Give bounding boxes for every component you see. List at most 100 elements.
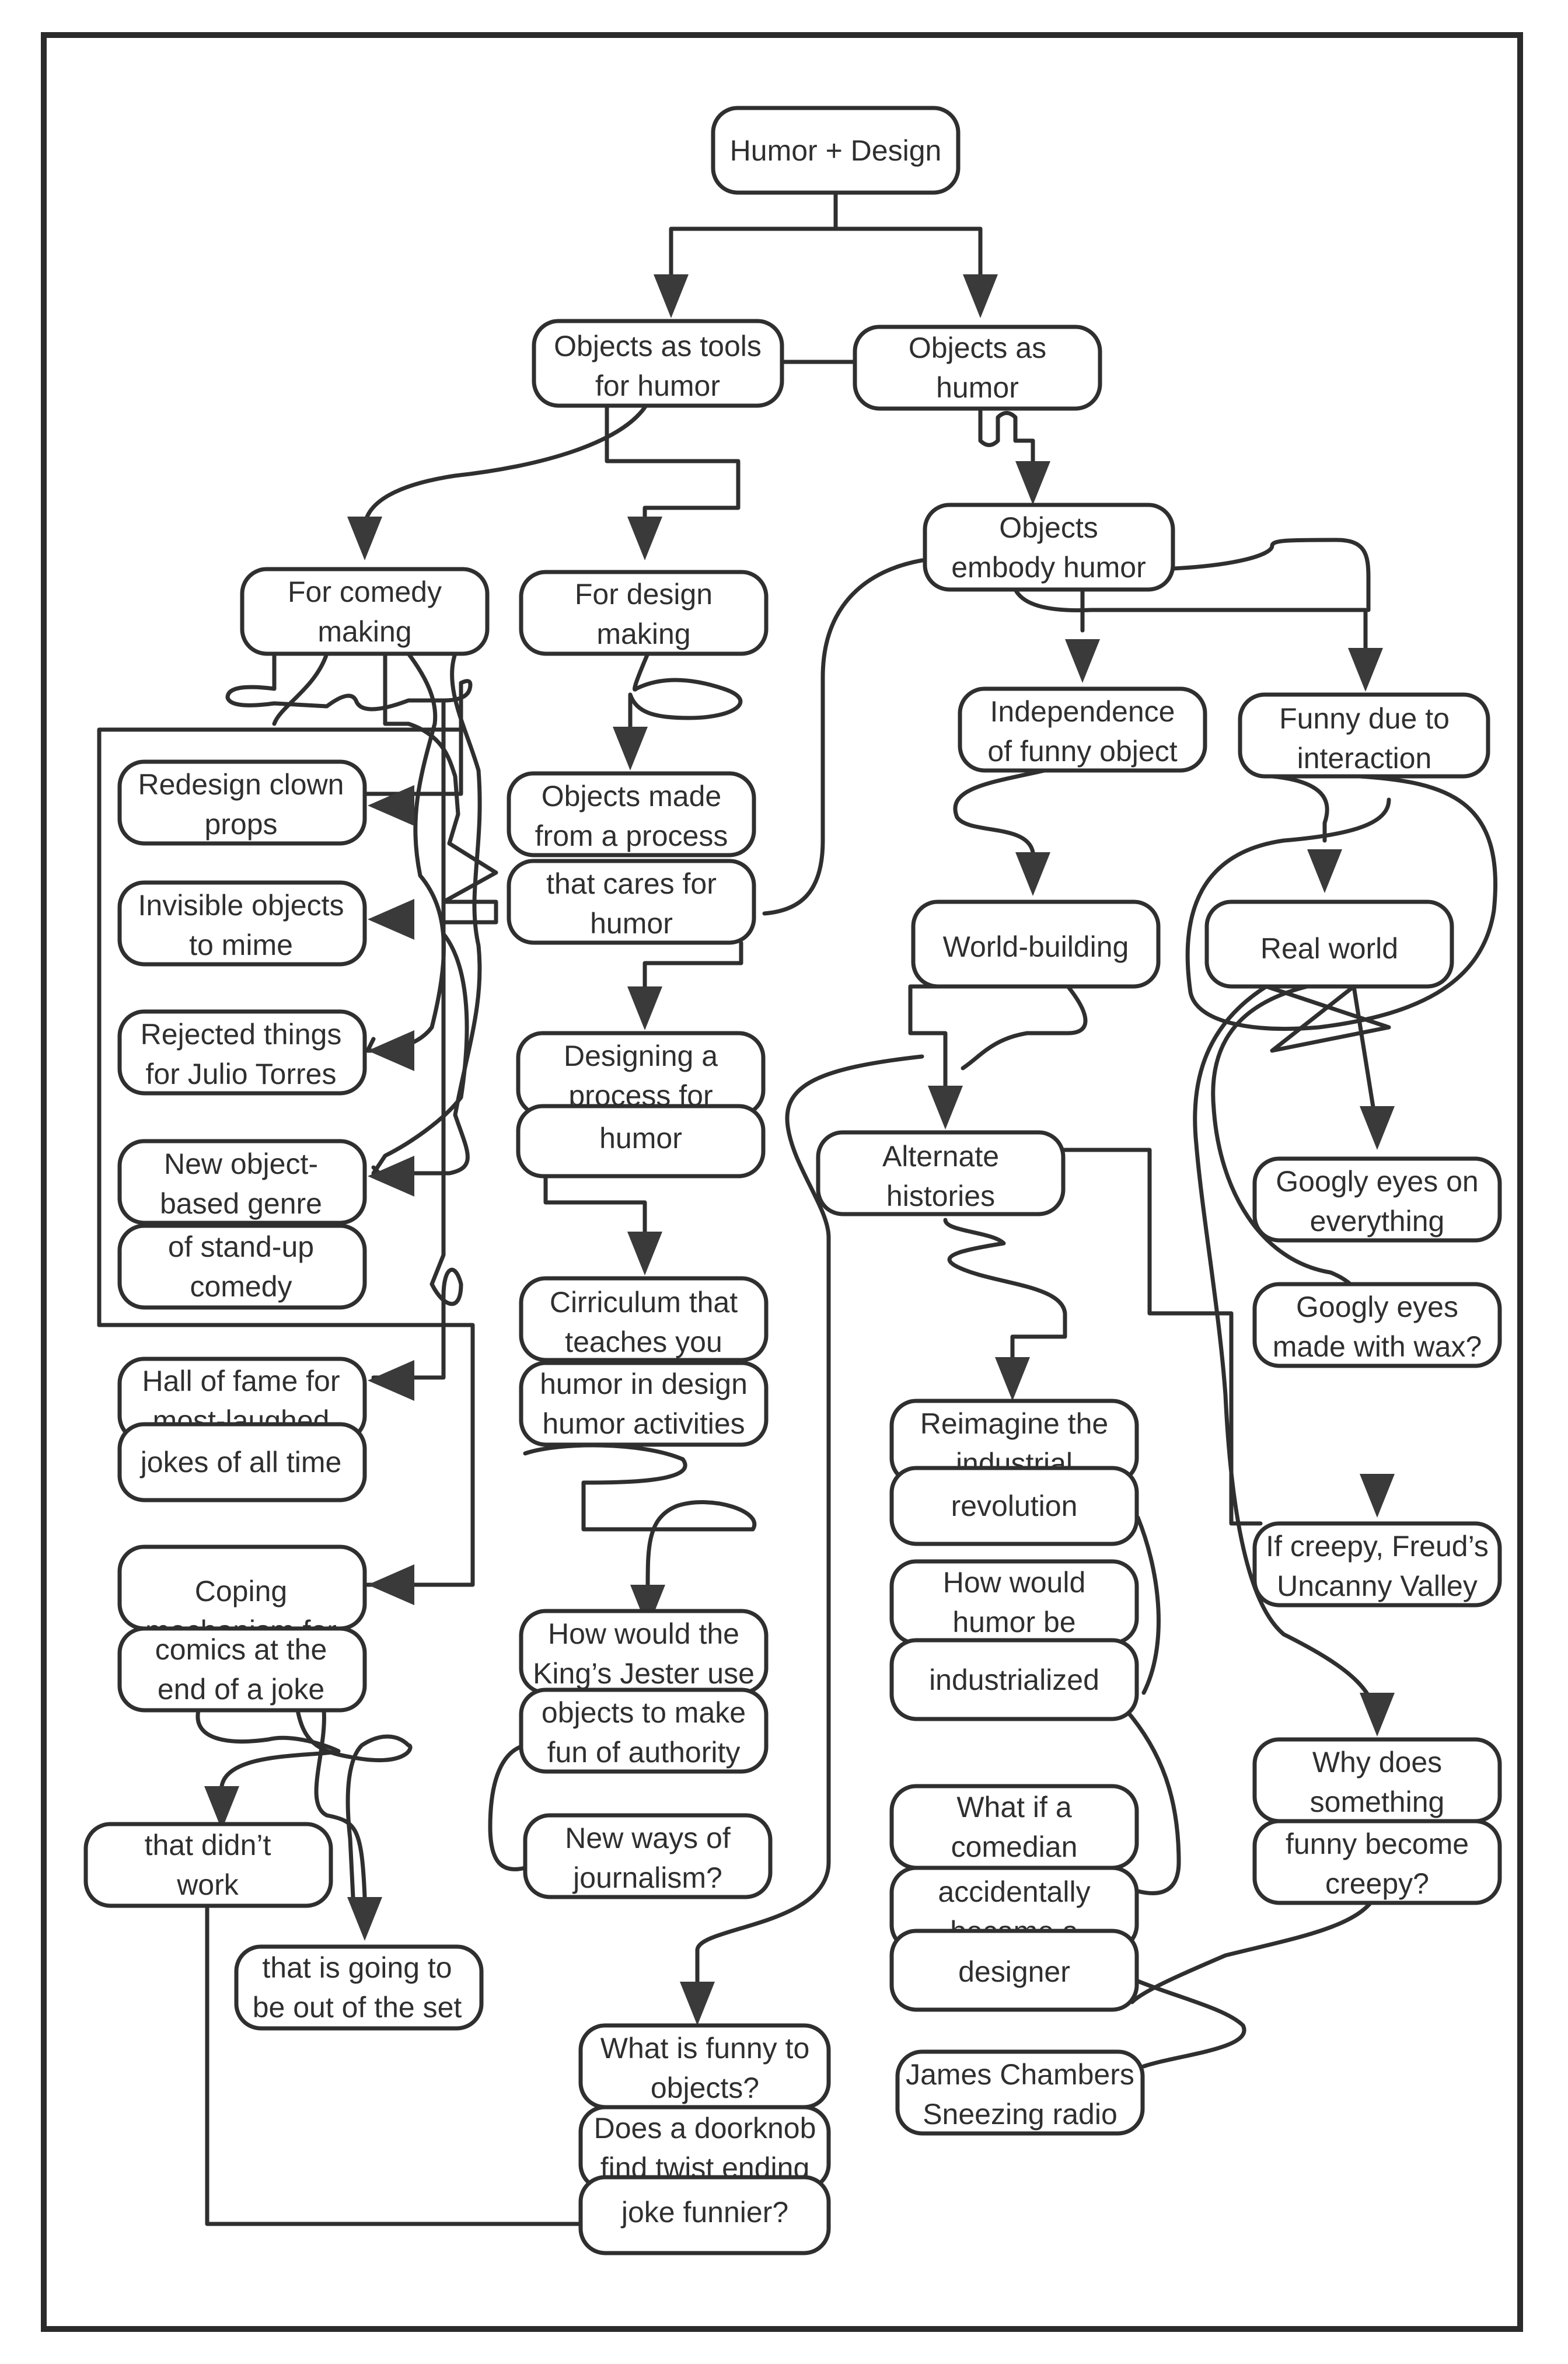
node-label: humor xyxy=(936,371,1019,404)
arrow-reimagine xyxy=(995,1357,1030,1401)
connectors xyxy=(97,190,1498,2226)
node-label: Coping xyxy=(195,1575,287,1608)
node-label: King’s Jester use xyxy=(533,1657,755,1690)
node-revolution: revolution xyxy=(889,1466,1139,1546)
node-label: making xyxy=(596,618,690,650)
node-label: props xyxy=(204,808,277,841)
arrow-out-of-set xyxy=(347,1897,382,1941)
node-designing-humor: humor xyxy=(516,1104,766,1178)
node-root: Humor + Design xyxy=(711,106,961,195)
arrow-alternate xyxy=(928,1086,963,1129)
node-label: industrialized xyxy=(929,1664,1099,1696)
node-label: humor in design xyxy=(540,1368,748,1400)
node-label: that is going to xyxy=(262,1951,452,1984)
node-label: designer xyxy=(958,1955,1070,1988)
node-didnt-work: that didn’t work xyxy=(83,1822,333,1908)
node-label: of funny object xyxy=(987,735,1177,768)
arrow-designing xyxy=(627,986,662,1030)
node-label: for humor xyxy=(595,369,720,402)
node-label: What if a xyxy=(956,1791,1071,1823)
node-label: Independence xyxy=(990,695,1175,728)
page-frame xyxy=(41,32,1523,2332)
arrow-jester xyxy=(630,1585,665,1629)
node-label: based genre xyxy=(160,1187,322,1220)
node-jokes: jokes of all time xyxy=(117,1422,367,1502)
node-label: Reimagine the xyxy=(920,1407,1108,1440)
node-coping: Copingmechanism for xyxy=(117,1544,367,1647)
node-label: If creepy, Freud’s xyxy=(1266,1530,1489,1563)
arrow-rejected xyxy=(368,1030,414,1071)
node-label: to mime xyxy=(189,929,293,961)
node-label: Sneezing radio xyxy=(923,2098,1117,2131)
node-label: humor be xyxy=(952,1606,1075,1638)
arrow-why xyxy=(1360,1693,1395,1737)
node-label: Redesign clown xyxy=(138,768,344,801)
node-label: Objects as xyxy=(909,332,1046,364)
node-googly: Googly eyes on everything xyxy=(1252,1156,1502,1243)
node-label: teaches you xyxy=(565,1326,722,1358)
node-label: Rejected things xyxy=(141,1018,342,1051)
node-label: creepy? xyxy=(1325,1867,1429,1900)
node-label: made with wax? xyxy=(1273,1330,1482,1363)
arrow-real-world xyxy=(1307,849,1342,893)
arrow-clown xyxy=(368,785,414,826)
node-label: humor xyxy=(599,1122,682,1155)
node-label: Humor + Design xyxy=(730,134,942,167)
arrow-hall xyxy=(368,1360,414,1401)
node-as-humor: Objects as humor xyxy=(853,325,1102,411)
node-label: Designing a xyxy=(564,1040,718,1072)
arrow-coping xyxy=(368,1564,414,1605)
node-label: James Chambers xyxy=(906,2058,1134,2091)
node-label: How would the xyxy=(548,1617,739,1650)
node-label: New object- xyxy=(164,1148,318,1180)
node-label: For design xyxy=(575,578,713,611)
node-label: fun of authority xyxy=(547,1736,741,1769)
arrow-process-made xyxy=(613,727,648,770)
node-industrialized: industrialized xyxy=(889,1638,1139,1721)
node-label: making xyxy=(317,615,411,648)
node-label: Real world xyxy=(1260,932,1398,965)
node-label: comedy xyxy=(190,1270,292,1303)
node-label: humor activities xyxy=(542,1407,745,1440)
node-label: Objects made xyxy=(542,780,721,813)
node-label: work xyxy=(176,1868,239,1901)
arrow-interaction xyxy=(1348,648,1383,692)
node-label: histories xyxy=(886,1180,995,1212)
arrow-comedy-making xyxy=(347,517,382,560)
node-label: Hall of fame for xyxy=(142,1365,340,1397)
node-label: that didn’t xyxy=(145,1829,271,1861)
node-label: comics at the xyxy=(155,1633,327,1666)
node-label: New ways of xyxy=(565,1822,731,1854)
node-label: jokes of all time xyxy=(139,1446,342,1479)
node-label: Googly eyes on xyxy=(1276,1165,1478,1198)
node-label: Uncanny Valley xyxy=(1277,1570,1478,1602)
node-label: joke funnier? xyxy=(620,2196,788,2229)
node-real-world: Real world xyxy=(1204,899,1454,989)
node-doorknob2: joke funnier? xyxy=(578,2175,831,2255)
arrow-freud xyxy=(1360,1474,1395,1518)
node-label: everything xyxy=(1310,1205,1445,1237)
node-design-making: For design making xyxy=(519,570,769,656)
node-independence: Independence of funny object xyxy=(958,686,1207,773)
node-label: objects to make xyxy=(542,1696,746,1729)
node-label: for Julio Torres xyxy=(146,1058,337,1090)
node-label: accidentally xyxy=(938,1875,1090,1908)
node-label: revolution xyxy=(951,1490,1078,1522)
node-clown: Redesign clown props xyxy=(117,759,367,846)
node-rejected: Rejected things for Julio Torres xyxy=(117,1009,367,1096)
